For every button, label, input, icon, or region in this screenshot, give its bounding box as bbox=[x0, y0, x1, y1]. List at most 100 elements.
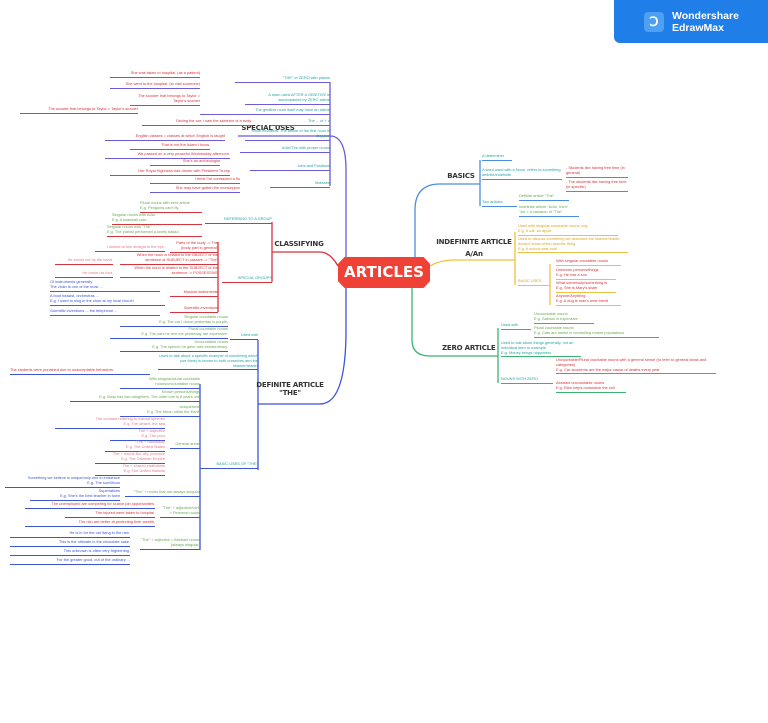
topic-general-areas[interactable]: General areas bbox=[170, 441, 200, 449]
main-topic-special-uses[interactable]: SPECIAL USES bbox=[241, 124, 295, 132]
topic-referring-to-a-group[interactable]: REFERRING TO A GROUP bbox=[205, 216, 272, 224]
example: Uncountable/Plural countable nouns with … bbox=[556, 357, 716, 375]
example: Of instruments generally The violin is o… bbox=[50, 279, 160, 292]
topic-specific-example[interactable]: Used to talk about a specific example of… bbox=[158, 353, 258, 371]
example: - The students like having free time (in… bbox=[566, 179, 628, 192]
example: Plural nouns with zero article E.g. Peng… bbox=[140, 200, 202, 213]
example: The + adjective E.g. The poor bbox=[110, 428, 165, 441]
item: When the noun is related to the OBJECT o… bbox=[120, 252, 218, 265]
item: Used with singular countable nouns only … bbox=[518, 223, 618, 236]
branch-classifying bbox=[272, 251, 339, 267]
example: The scooter that belongs to Taylor = Tay… bbox=[20, 106, 138, 114]
topic[interactable]: The genitive noun itself may have an art… bbox=[200, 107, 330, 115]
topic-used-with[interactable]: Used with bbox=[501, 322, 531, 330]
item: Scientific inventions bbox=[170, 305, 218, 313]
edrawmax-logo-icon: Ↄ bbox=[644, 11, 664, 32]
topic[interactable]: Jobs and Positions bbox=[250, 163, 330, 171]
indefinite-title: INDEFINITE ARTICLE bbox=[436, 238, 512, 246]
example: He is in for the old living in the rain. bbox=[10, 530, 130, 538]
definite-title: DEFINITE ARTICLE bbox=[256, 381, 324, 389]
example: Abstract uncountable nouns E.g. Rain hel… bbox=[556, 380, 626, 393]
topic[interactable]: A noun used AFTER A GENITIVE is accompan… bbox=[245, 92, 330, 105]
example: Scientific inventions ... the telephone … bbox=[50, 308, 160, 316]
example: Singular nouns with A/An E.g. A baseball… bbox=[112, 212, 202, 225]
example: He shook me by the hand. bbox=[55, 257, 113, 265]
example: The contrast referring to natural sphere… bbox=[55, 416, 165, 429]
topic-general[interactable]: Used to talk about things generally, not… bbox=[501, 340, 581, 358]
branch-definite bbox=[258, 288, 347, 405]
example: For the greater good, out of the ordinar… bbox=[10, 557, 130, 565]
topic[interactable]: A word used with a Noun, refers to somet… bbox=[482, 167, 562, 180]
item: Uniqueness E.g. The Moon orbits the Eart… bbox=[120, 404, 200, 417]
main-topic-basics[interactable]: BASICS bbox=[447, 172, 475, 180]
example: Plural countable nouns E.g. Cats are use… bbox=[534, 325, 659, 338]
definite-subtitle: "THE" bbox=[279, 389, 301, 397]
central-topic[interactable]: ARTICLES bbox=[338, 257, 430, 288]
topic[interactable]: A/An/The with proper nouns bbox=[240, 145, 330, 153]
example: She was taken to hospital. (as a patient… bbox=[110, 70, 200, 78]
branch-zero bbox=[411, 288, 498, 357]
topic[interactable]: The ... of + a bbox=[270, 118, 330, 126]
example: Something we believe is unique/only one … bbox=[5, 475, 120, 488]
example: The students were punished due to unacce… bbox=[10, 367, 150, 375]
example: Definite article "The" bbox=[519, 193, 569, 201]
topic-basic-uses[interactable]: BASIC USES OF "THE" bbox=[200, 461, 258, 469]
example: She went to the hospital. (to visit some… bbox=[110, 81, 200, 89]
example: The + nationality E.g. The United States bbox=[105, 439, 165, 452]
topic-special-groups[interactable]: SPECIAL GROUPS bbox=[222, 275, 272, 283]
topic-used-with[interactable]: Used with bbox=[230, 332, 258, 340]
example: Uncountable nouns E.g. Salmon is expensi… bbox=[534, 311, 594, 324]
example: Superlatives E.g. She's the best teacher… bbox=[30, 488, 120, 501]
example: She may have gotten the monkeypox bbox=[150, 185, 240, 193]
example: What somebody/something is E.g. She is M… bbox=[556, 280, 616, 293]
topic-always-singular[interactable]: "The" + nouns that are always singular bbox=[125, 489, 200, 497]
example: This is the ultimate in the chocolate ca… bbox=[10, 539, 130, 547]
example: The unemployed are competing for scarce … bbox=[25, 501, 155, 509]
example: A bout bassist, orchestras ... E.g. I us… bbox=[50, 293, 165, 306]
example: English classes = classes at which Engli… bbox=[105, 133, 225, 141]
example: Plural countable nouns E.g. The cars he … bbox=[110, 326, 228, 339]
example: Unknown persons/things E.g. He has a son bbox=[556, 267, 616, 280]
item: Parts of the body -> The (body part in g… bbox=[170, 240, 218, 253]
example: Her Royal Highness had dinner with Presi… bbox=[110, 168, 230, 176]
topic-basic-uses[interactable]: BASIC USES bbox=[518, 278, 550, 286]
example: The rich are better at protecting their … bbox=[25, 519, 155, 527]
example: With singular countable nouns bbox=[556, 258, 621, 266]
brand-line2: EdrawMax bbox=[672, 21, 724, 34]
example: This unknown is often very frightening. bbox=[10, 548, 130, 556]
item: With singular/plural countable nouns/unc… bbox=[120, 376, 200, 389]
topic[interactable]: Noun modifiers: The article of the first… bbox=[245, 128, 330, 141]
branch-indefinite bbox=[429, 259, 515, 267]
topic[interactable]: Two articles bbox=[482, 199, 517, 207]
example: I looked at him straight in the eye. bbox=[95, 244, 165, 252]
main-topic-zero-article[interactable]: ZERO ARTICLE bbox=[442, 344, 496, 352]
example: She's an archeologist bbox=[150, 158, 220, 166]
example: Indefinite article "A/An, then" "An = a … bbox=[519, 204, 579, 217]
example: I think I've contracted a flu bbox=[150, 176, 240, 184]
main-topic-classifying[interactable]: CLASSIFYING bbox=[274, 240, 324, 248]
topic-personal-nouns[interactable]: "The" + adjective/verb = Personal nouns bbox=[160, 505, 200, 518]
branch-basics bbox=[414, 183, 480, 258]
topic-abstract-nouns[interactable]: "The" + adjective = Abstract nouns (alwa… bbox=[140, 537, 200, 550]
topic[interactable]: Illnesses bbox=[270, 180, 330, 188]
brand-line1: Wondershare bbox=[672, 9, 739, 22]
example: The scooter that belongs to Taylor = Tay… bbox=[130, 93, 200, 106]
item: Known persons/things E.g. Mary has two d… bbox=[70, 389, 200, 402]
topic[interactable]: A determiner bbox=[482, 153, 512, 161]
topic[interactable]: "THE" or ZERO with places bbox=[235, 75, 330, 83]
example: Singular nouns with "The" E.g. The piani… bbox=[107, 224, 202, 237]
item: Used to discuss something we assumed the… bbox=[518, 236, 628, 254]
main-topic-definite-article[interactable]: DEFINITE ARTICLE"THE" bbox=[250, 381, 330, 397]
item: Musical instruments bbox=[170, 289, 218, 297]
example: The injured were taken to hospital. bbox=[65, 510, 155, 518]
topic-nouns-with-zero[interactable]: NOUNS WITH ZERO bbox=[501, 376, 553, 384]
example: Anyone/Anything E.g. A dog is man's best… bbox=[556, 293, 621, 306]
example: We passed on a very peaceful Wednesday a… bbox=[105, 151, 230, 159]
example: He broke his foot. bbox=[55, 270, 113, 278]
example: Singular countable nouns E.g. The car I … bbox=[120, 314, 228, 327]
example: - Students like having free time (in gen… bbox=[566, 165, 628, 178]
example: The + shared institutions E.g. The Unite… bbox=[95, 463, 165, 476]
